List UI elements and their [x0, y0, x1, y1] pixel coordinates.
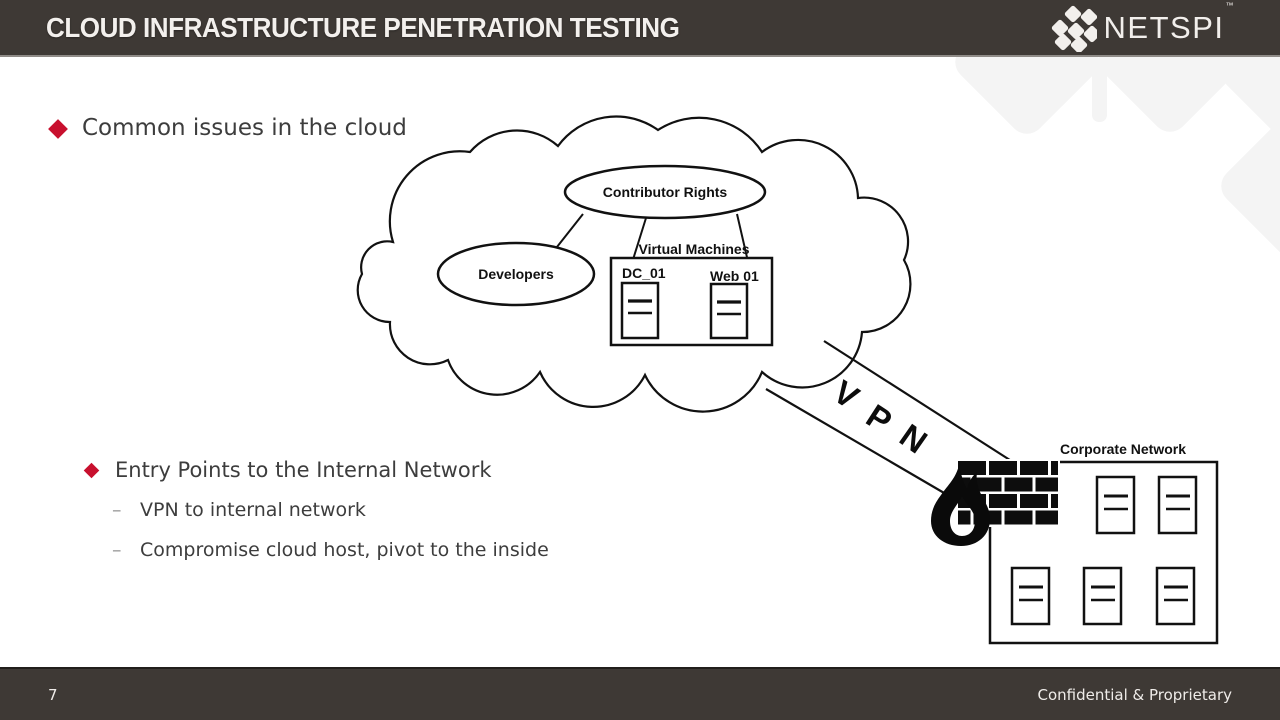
sub-bullet2-text: Compromise cloud host, pivot to the insi…	[140, 539, 549, 561]
virtual-machines-label: Virtual Machines	[638, 241, 749, 257]
page-number: 7	[48, 685, 58, 704]
sub-bullet1-text: VPN to internal network	[140, 499, 366, 521]
flame-icon	[931, 465, 990, 546]
vpn-label: P	[860, 397, 899, 440]
watermark-bar	[1092, 60, 1107, 122]
vm2-label: Web 01	[710, 268, 759, 284]
sub-bullet-dash: –	[112, 499, 122, 521]
developers-node	[436, 241, 596, 307]
server-icon	[709, 282, 749, 340]
bullet2-text: Entry Points to the Internal Network	[115, 458, 492, 482]
corporate-network-label: Corporate Network	[1060, 441, 1186, 457]
vm1-label: DC_01	[622, 265, 666, 281]
server-icon	[1155, 566, 1196, 626]
server-icon	[1082, 566, 1123, 626]
contributor-rights-node	[563, 164, 767, 220]
header-bar: CLOUD INFRASTRUCTURE PENETRATION TESTING…	[0, 0, 1280, 57]
trademark-symbol: ™	[1225, 1, 1235, 10]
server-icon	[1010, 566, 1051, 626]
vpn-line-lower	[765, 388, 952, 498]
page-title: CLOUD INFRASTRUCTURE PENETRATION TESTING	[46, 11, 680, 43]
server-icon	[1157, 475, 1198, 535]
netspi-diamonds-icon	[1051, 5, 1097, 52]
developers-label: Developers	[478, 266, 554, 282]
netspi-logo: NETSPI™	[1051, 1, 1235, 52]
server-icon	[1095, 475, 1136, 535]
server-icon	[620, 281, 660, 340]
contributor-rights-label: Contributor Rights	[603, 184, 728, 200]
bullet1-text: Common issues in the cloud	[82, 115, 407, 141]
sub-bullet-dash: –	[112, 539, 122, 561]
netspi-wordmark: NETSPI™	[1103, 1, 1235, 45]
footer-bar: 7 Confidential & Proprietary	[0, 667, 1280, 720]
vpn-label: N	[893, 417, 934, 461]
vpn-line-upper	[823, 340, 1014, 463]
confidential-note: Confidential & Proprietary	[1037, 685, 1232, 704]
connector-line	[552, 213, 584, 253]
